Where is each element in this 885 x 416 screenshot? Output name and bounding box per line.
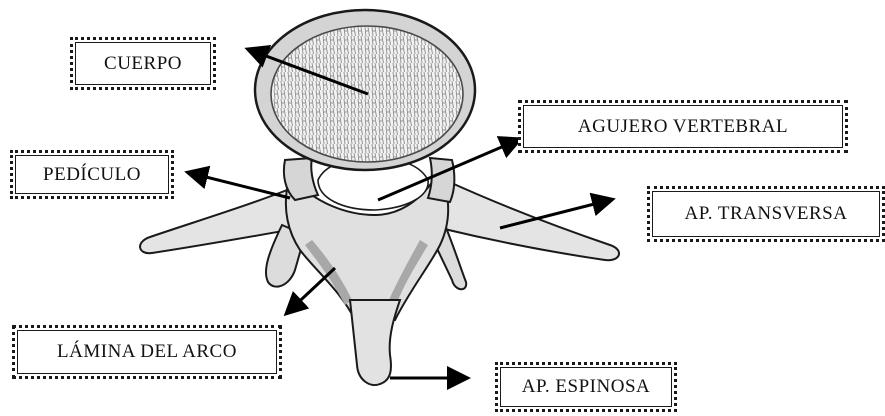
left-pedicle <box>284 158 318 200</box>
label-cuerpo: CUERPO <box>70 37 216 90</box>
right-pedicle <box>428 158 454 202</box>
label-agujero-vertebral: AGUJERO VERTEBRAL <box>518 100 848 153</box>
arrow-lamina-del-arco <box>288 268 335 312</box>
spinous-process <box>350 300 400 385</box>
arrow-pediculo <box>190 173 290 198</box>
label-lamina-del-arco: LÁMINA DEL ARCO <box>12 325 282 379</box>
label-ap-transversa: AP. TRANSVERSA <box>647 186 885 242</box>
label-ap-espinosa: AP. ESPINOSA <box>495 362 677 412</box>
label-pediculo: PEDÍCULO <box>10 150 174 199</box>
